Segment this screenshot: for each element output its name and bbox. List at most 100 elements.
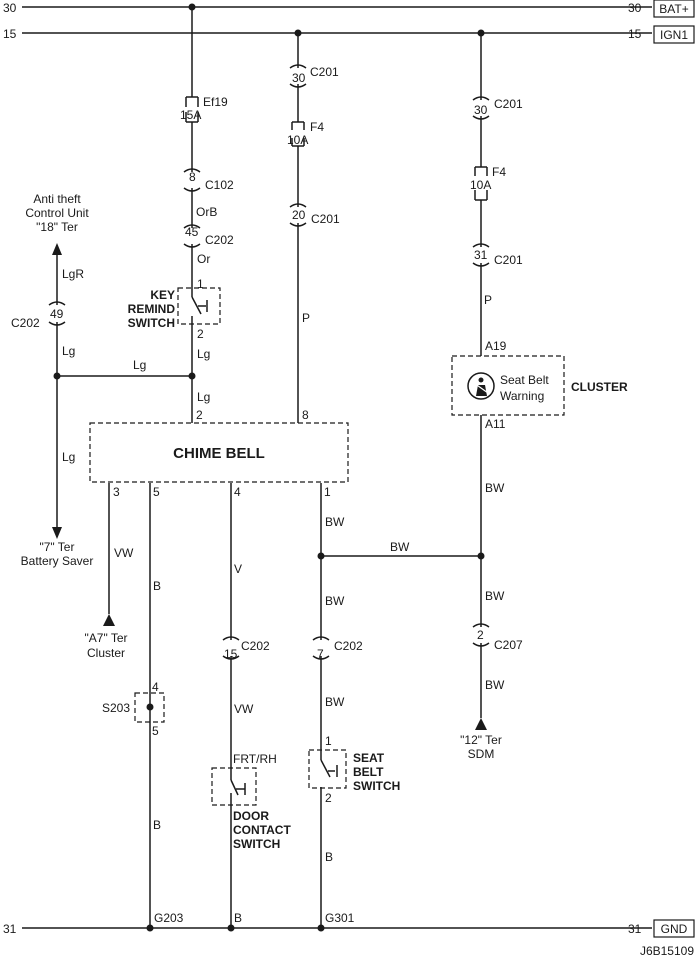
chime-pin-1: 1 [324, 485, 331, 499]
door-switch-label-1: DOOR [233, 809, 269, 823]
door-switch-label-3: SWITCH [233, 837, 280, 851]
fuse-f4-right: F4 10A [470, 165, 506, 201]
battery-saver-label-2: Battery Saver [21, 554, 94, 568]
wires [56, 7, 482, 928]
gnd-label-box [653, 919, 695, 938]
up-arrow-icon [103, 614, 115, 626]
antitheft-label-2: Control Unit [25, 206, 89, 220]
gnd-rail-num-right: 31 [628, 922, 642, 936]
wire-label-vw: VW [114, 546, 134, 560]
seat-belt-warning-label-2: Warning [500, 389, 544, 403]
fuse-f4-left: F4 10A [287, 120, 324, 147]
f4-left-name: F4 [310, 120, 324, 134]
cluster: Seat Belt Warning CLUSTER A19 A11 [451, 339, 628, 431]
ign-rail-num-right: 15 [628, 27, 642, 41]
wire-label-bw: BW [325, 515, 345, 529]
antitheft-label-1: Anti theft [33, 192, 81, 206]
key-switch-label-3: SWITCH [128, 316, 175, 330]
c202-pin-49: 49 [50, 307, 64, 321]
junction-dots [53, 3, 485, 932]
bat-label-box [653, 0, 695, 18]
cluster-a7-label-1: "A7" Ter [85, 631, 128, 645]
up-arrow-icon [52, 243, 62, 255]
connector-c202-49: 49 C202 [11, 301, 66, 330]
dest-cluster-a7: "A7" Ter Cluster [85, 614, 128, 660]
c202-label-7: C202 [334, 639, 363, 653]
c201-label-20: C201 [311, 212, 340, 226]
chime-pin-4: 4 [234, 485, 241, 499]
cluster-pin-a11: A11 [485, 417, 506, 431]
wire-label-bw: BW [325, 695, 345, 709]
seat-switch-pin1: 1 [325, 734, 332, 748]
seat-belt-warning-label-1: Seat Belt [500, 373, 549, 387]
c201-label-right: C201 [494, 97, 523, 111]
connector-c201-20: 20 C201 [289, 203, 340, 227]
c202-label-15: C202 [241, 639, 270, 653]
splice-s203: 4 5 S203 [102, 680, 165, 738]
key-remind-switch: 1 2 KEY REMIND SWITCH [128, 277, 221, 341]
s203-pin4: 4 [152, 680, 159, 694]
down-arrow-icon [52, 527, 62, 539]
s203-pin5: 5 [152, 724, 159, 738]
sdm-label-1: "12" Ter [460, 733, 502, 747]
up-arrow-icon [475, 718, 487, 730]
wire-label-bw: BW [390, 540, 410, 554]
connector-c202-15: 15 C202 [222, 636, 270, 661]
wire-label-or: Or [197, 252, 210, 266]
c201-pin-20: 20 [292, 208, 306, 222]
wire-label-vw: VW [234, 702, 254, 716]
gnd-rail: 31 31 GND [3, 919, 695, 938]
bat-rail: 30 30 BAT+ [3, 0, 695, 18]
wire-labels: OrB Or LgR Lg Lg Lg Lg Lg P P BW BW BW B… [62, 205, 505, 864]
c202-label-49: C202 [11, 316, 40, 330]
c202-pin-45: 45 [185, 225, 199, 239]
diagram-code: J6B15109 [640, 944, 694, 958]
seat-belt-switch: 1 2 SEAT BELT SWITCH [308, 734, 400, 805]
connector-c202-45: 45 C202 [183, 224, 234, 248]
wire-label-lg: Lg [197, 347, 210, 361]
ground-wire-b: B [234, 911, 242, 925]
door-contact-switch: FRT/RH DOOR CONTACT SWITCH [211, 752, 291, 851]
wire-label-lgr: LgR [62, 267, 84, 281]
chime-pin-8: 8 [302, 408, 309, 422]
bat-label: BAT+ [659, 2, 688, 16]
wire-label-lg: Lg [62, 344, 75, 358]
wire-label-bw: BW [325, 594, 345, 608]
wire-label-bw: BW [485, 589, 505, 603]
key-switch-label-2: REMIND [128, 302, 176, 316]
ign-label: IGN1 [660, 28, 688, 42]
wire-label-v: V [234, 562, 242, 576]
door-switch-label-2: CONTACT [233, 823, 291, 837]
wire-label-orb: OrB [196, 205, 217, 219]
wire-label-p: P [302, 311, 310, 325]
wire-label-b: B [153, 579, 161, 593]
wire-label-b: B [325, 850, 333, 864]
key-switch-label-1: KEY [150, 288, 175, 302]
ign-rail: 15 15 IGN1 [3, 25, 695, 44]
wire-label-bw: BW [485, 481, 505, 495]
connector-c102: 8 C102 [183, 168, 234, 192]
cluster-pin-a19: A19 [485, 339, 507, 353]
wire-label-p: P [484, 293, 492, 307]
antitheft-label-3: "18" Ter [36, 220, 78, 234]
c202-label-45: C202 [205, 233, 234, 247]
fuse-ef19: Ef19 15A [180, 95, 228, 123]
key-switch-pin2: 2 [197, 327, 204, 341]
c207-pin: 2 [477, 628, 484, 642]
connector-c202-7: 7 C202 [312, 636, 363, 661]
c201-pin-30: 30 [292, 71, 306, 85]
ign-label-box [653, 25, 695, 44]
gnd-rail-num-left: 31 [3, 922, 17, 936]
sdm-label-2: SDM [468, 747, 495, 761]
connector-c201-30-right: 30 C201 [472, 96, 523, 120]
wire-label-lg: Lg [133, 358, 146, 372]
connector-c201-30-left: 30 C201 [289, 64, 339, 88]
door-switch-position: FRT/RH [233, 752, 277, 766]
c201-label: C201 [310, 65, 339, 79]
f4-left-rating: 10A [287, 133, 308, 147]
dest-antitheft: Anti theft Control Unit "18" Ter [25, 192, 89, 255]
seat-switch-label-3: SWITCH [353, 779, 400, 793]
c202-pin-15: 15 [224, 647, 238, 661]
seat-switch-label-1: SEAT [353, 751, 385, 765]
